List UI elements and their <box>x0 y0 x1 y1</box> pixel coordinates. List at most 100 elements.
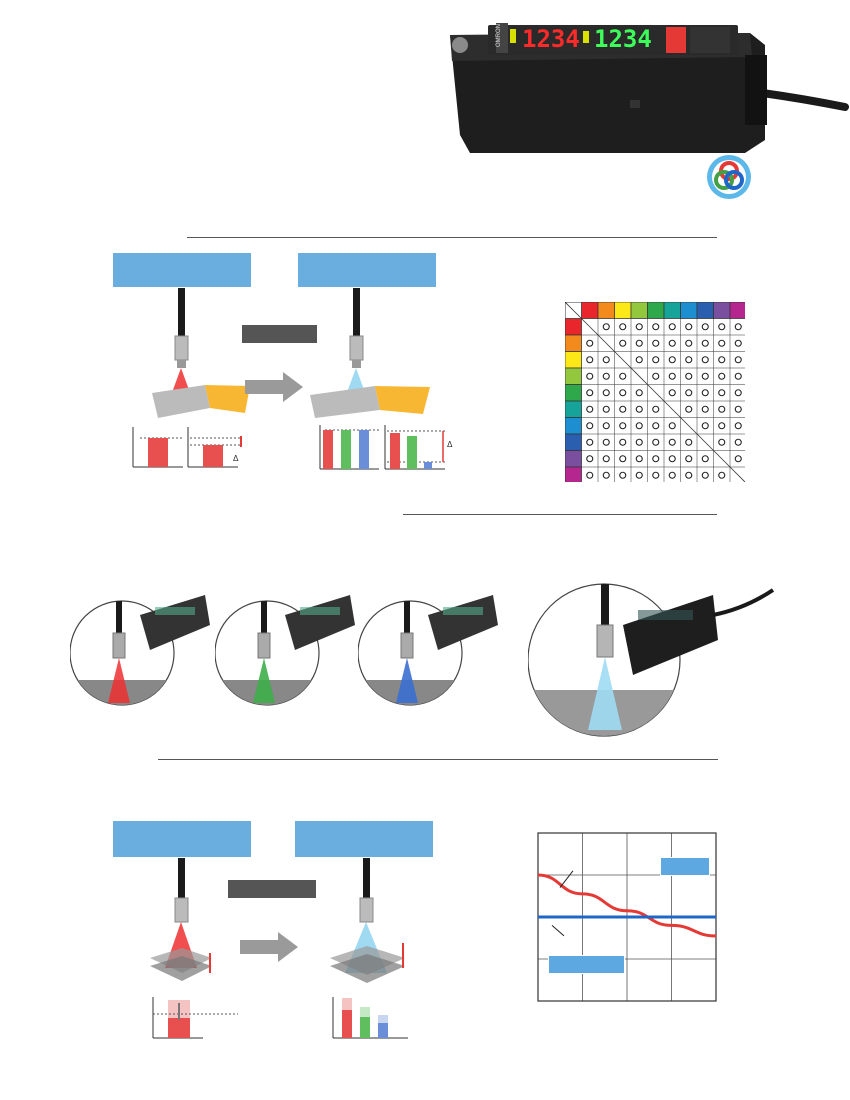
matrix-diagonal <box>729 466 745 482</box>
matrix-cell-mark <box>635 405 643 413</box>
matrix-cell-mark <box>635 455 643 463</box>
matrix-color-header <box>581 302 599 319</box>
rgb-light-detection-illustration <box>310 288 430 418</box>
matrix-cell-mark <box>734 372 742 380</box>
matrix-color-header <box>729 302 745 319</box>
color-distinction-matrix <box>565 302 745 482</box>
matrix-cell-mark <box>685 356 693 364</box>
matrix-cell-mark <box>718 356 726 364</box>
matrix-cell-mark <box>652 455 660 463</box>
rgb-logo-icon <box>707 155 751 199</box>
matrix-cell-mark <box>701 389 709 397</box>
matrix-cell-mark <box>586 422 594 430</box>
matrix-cell-mark <box>701 372 709 380</box>
matrix-cell-mark <box>619 405 627 413</box>
chart-legend-pill-top <box>660 857 710 876</box>
matrix-cell-mark <box>602 471 610 479</box>
matrix-color-header <box>614 302 632 319</box>
matrix-diagonal <box>597 334 615 352</box>
matrix-cell-mark <box>586 455 594 463</box>
matrix-color-header <box>696 302 714 319</box>
matrix-cell-mark <box>734 422 742 430</box>
matrix-cell-mark <box>602 389 610 397</box>
matrix-cell-mark <box>619 372 627 380</box>
comparison-tag-bar-2 <box>228 880 316 898</box>
matrix-cell-mark <box>586 389 594 397</box>
film-single-bar-graph <box>152 997 238 1039</box>
comparison-tag-bar <box>242 325 317 343</box>
matrix-cell-mark <box>701 405 709 413</box>
matrix-cell-mark <box>586 339 594 347</box>
matrix-color-row-header <box>565 450 582 468</box>
display-right-readout: 1234 <box>594 25 652 53</box>
film-rgb-bar-graph <box>332 997 408 1039</box>
process-arrow-icon-2 <box>240 932 298 962</box>
matrix-cell-mark <box>668 438 676 446</box>
matrix-cell-mark <box>652 405 660 413</box>
matrix-cell-mark <box>602 372 610 380</box>
matrix-cell-mark <box>602 438 610 446</box>
comparison-label-box-left-2 <box>113 821 251 857</box>
sensor-product-image: 1234 1234 OMRON <box>450 23 849 153</box>
matrix-color-header <box>630 302 648 319</box>
matrix-color-header <box>597 302 615 319</box>
matrix-cell-mark <box>586 405 594 413</box>
stability-line-chart <box>537 832 717 1002</box>
matrix-cell-mark <box>668 356 676 364</box>
matrix-cell-mark <box>635 356 643 364</box>
matrix-cell-mark <box>701 323 709 331</box>
matrix-diagonal <box>663 400 681 418</box>
matrix-color-row-header <box>565 433 582 451</box>
green-light-sensor-closeup <box>215 595 355 706</box>
matrix-cell-mark <box>718 405 726 413</box>
matrix-cell-mark <box>668 471 676 479</box>
matrix-cell-mark <box>652 372 660 380</box>
matrix-color-header <box>713 302 731 319</box>
matrix-cell-mark <box>635 339 643 347</box>
matrix-cell-mark <box>602 323 610 331</box>
matrix-diagonal <box>696 433 714 451</box>
matrix-color-header <box>647 302 665 319</box>
matrix-cell-mark <box>718 422 726 430</box>
matrix-cell-mark <box>685 372 693 380</box>
chart-legend-pill-bottom <box>548 955 625 974</box>
matrix-cell-mark <box>619 422 627 430</box>
matrix-cell-mark <box>718 339 726 347</box>
matrix-cell-mark <box>718 389 726 397</box>
section-divider-1 <box>187 237 717 238</box>
section-divider-3 <box>158 759 718 760</box>
matrix-diagonal <box>614 351 632 369</box>
matrix-cell-mark <box>619 339 627 347</box>
matrix-cell-mark <box>635 422 643 430</box>
matrix-cell-mark <box>619 471 627 479</box>
matrix-cell-mark <box>602 422 610 430</box>
matrix-cell-mark <box>635 438 643 446</box>
matrix-color-row-header <box>565 367 582 385</box>
single-color-bar-graphs: Δ <box>132 427 242 468</box>
matrix-diagonal <box>680 417 698 435</box>
matrix-cell-mark <box>652 438 660 446</box>
matrix-cell-mark <box>685 455 693 463</box>
matrix-cell-mark <box>668 372 676 380</box>
matrix-color-row-header <box>565 400 582 418</box>
matrix-cell-mark <box>701 356 709 364</box>
matrix-cell-mark <box>652 422 660 430</box>
matrix-cell-mark <box>635 471 643 479</box>
matrix-cell-mark <box>734 356 742 364</box>
red-light-detection-illustration <box>152 288 250 418</box>
matrix-cell-mark <box>685 389 693 397</box>
matrix-cell-mark <box>685 339 693 347</box>
svg-text:Δ: Δ <box>233 454 239 463</box>
chart-callout-line <box>559 870 574 888</box>
rgb-transparent-film-illustration <box>330 858 405 983</box>
matrix-cell-mark <box>734 405 742 413</box>
matrix-cell-mark <box>586 438 594 446</box>
matrix-cell-mark <box>602 455 610 463</box>
matrix-cell-mark <box>668 422 676 430</box>
white-light-sensor-closeup <box>528 583 775 737</box>
chart-callout-line <box>551 925 565 937</box>
section-divider-2 <box>403 514 717 515</box>
matrix-color-row-header <box>565 318 582 336</box>
matrix-cell-mark <box>718 438 726 446</box>
matrix-diagonal <box>647 384 665 402</box>
